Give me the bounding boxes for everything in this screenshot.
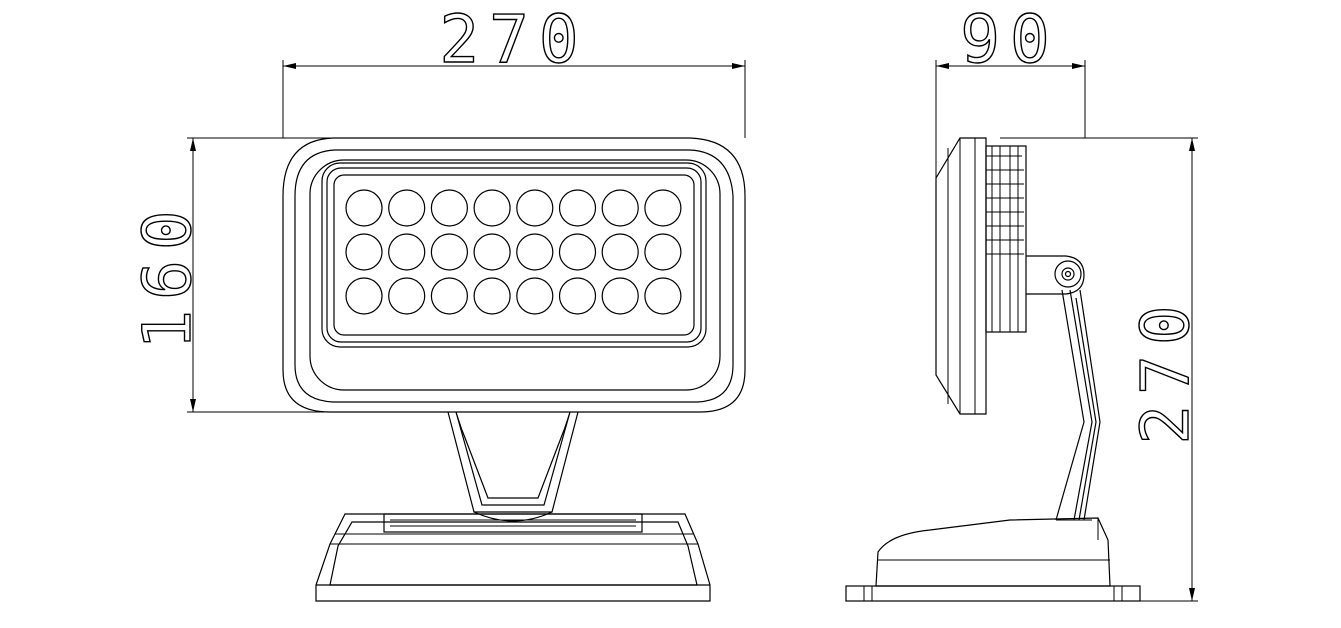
lens-bezel <box>309 159 721 391</box>
led-lens <box>558 189 597 227</box>
front-stem <box>447 411 579 522</box>
front-height-label: 160 <box>129 200 206 349</box>
led-lens <box>388 189 426 227</box>
led-lens <box>601 277 639 315</box>
led-lens <box>388 233 426 271</box>
led-lens <box>345 277 383 315</box>
led-lens <box>601 233 639 271</box>
side-depth-label: 90 <box>960 1 1059 78</box>
heat-sink <box>985 145 1027 333</box>
led-lens <box>345 189 383 227</box>
side-base <box>845 517 1141 602</box>
side-depth-dimension: 90 <box>935 0 1086 178</box>
led-lens <box>516 277 554 315</box>
led-lens <box>644 233 682 271</box>
led-lens <box>430 277 468 315</box>
led-lens <box>473 189 511 227</box>
led-lens <box>388 277 426 315</box>
side-bracket <box>1026 255 1101 521</box>
led-lens <box>644 189 682 227</box>
side-height-label: 270 <box>1127 295 1204 444</box>
front-view: 270 160 <box>128 0 746 602</box>
front-height-dimension: 160 <box>128 137 335 413</box>
front-base <box>315 513 711 602</box>
led-lens <box>430 233 468 271</box>
led-lens <box>430 189 468 227</box>
led-lens <box>516 189 554 227</box>
pivot-knob <box>1054 260 1082 288</box>
lamp-housing <box>282 137 746 413</box>
led-lens <box>345 233 383 271</box>
front-width-label: 270 <box>439 1 588 78</box>
side-view: 90 270 <box>845 0 1205 602</box>
side-height-dimension: 270 <box>1000 137 1205 602</box>
led-lens <box>516 233 554 271</box>
led-lens <box>644 277 682 315</box>
front-width-dimension: 270 <box>282 0 746 138</box>
led-array <box>345 189 682 315</box>
led-lens <box>473 233 511 271</box>
led-lens <box>558 277 597 315</box>
led-lens <box>473 277 511 315</box>
led-lens <box>558 233 597 271</box>
side-lens-profile <box>935 137 987 415</box>
led-lens <box>601 189 639 227</box>
